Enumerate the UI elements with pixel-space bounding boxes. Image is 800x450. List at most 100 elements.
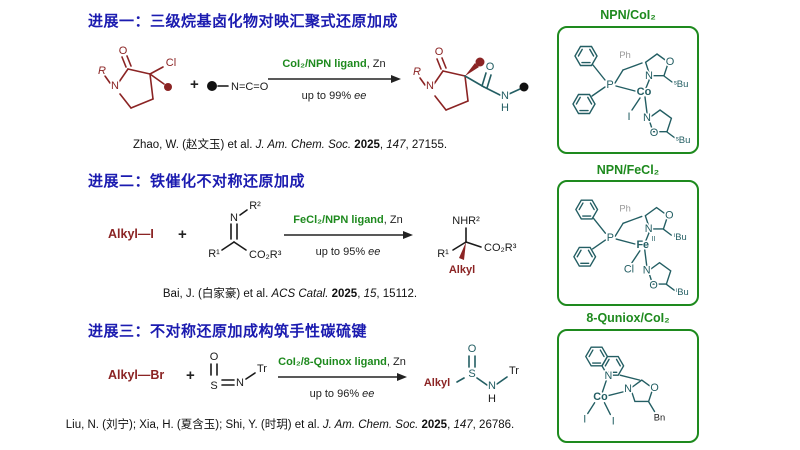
atom-label-o: O (649, 279, 657, 291)
s2-ee-text: up to 95% ee (282, 246, 414, 260)
atom-label-o: O (650, 127, 659, 139)
atom-label-r2: R² (249, 200, 261, 212)
s1-conditions-text: CoI₂/NPN ligand, Zn (266, 58, 402, 72)
atom-label-r1: R¹ (208, 248, 220, 260)
atom-label-fe: Fe (636, 239, 649, 251)
s2-product-structure: NHR² R¹ CO₂R³ Alkyl (436, 214, 519, 278)
atom-label-ester: CO₂R³ (249, 249, 282, 261)
section-3-heading: 进展三：不对称还原加成构筑手性碳硫键 (88, 323, 368, 340)
atom-label-cl: Cl (624, 264, 634, 276)
s1-ee-prefix: up to 99% (301, 89, 355, 102)
atom-label-o: O (468, 343, 477, 355)
citation-authors: Liu, N. (刘宁); Xia, H. (夏含玉); Shi, Y. (时玥… (65, 419, 323, 431)
ligand-box-1-title: NPN/CoI₂ (600, 8, 656, 22)
s3-ee-prefix: up to 96% (309, 387, 363, 400)
atom-label-n: N (643, 112, 651, 124)
atom-label-n: N (230, 212, 238, 224)
citation-volume: 15 (363, 288, 377, 300)
atom-label-n: N (426, 80, 434, 92)
s1-product-structure: N R O O N H (412, 45, 529, 116)
atom-label-ph: Ph (619, 204, 630, 214)
s3-reaction-conditions: CoI₂/8-Quinox ligand, Zn up to 96% ee (276, 356, 408, 402)
atom-label-amide-n: N (501, 90, 509, 102)
substituent-dot (207, 81, 217, 91)
s1-isocyanate-structure: N=C=O (207, 80, 270, 95)
atom-label-n: N (624, 383, 632, 395)
atom-label-i: I (627, 111, 630, 123)
npn-fe-complex-structure: Ph P Fe II Cl N O ⁱBu N O ⁱBu (573, 199, 690, 299)
atom-label-tr: Tr (509, 365, 519, 377)
atom-label-alkyl: Alkyl (424, 377, 450, 389)
plus-sign: + (186, 367, 195, 384)
s2-catalyst-ligand: FeCl₂/NPN ligand (293, 214, 384, 226)
reaction-arrow-icon (268, 74, 401, 83)
s3-sulfinylamine-structure: O S N Tr (208, 350, 269, 394)
atom-label-h: H (488, 393, 496, 405)
atom-label-i: I (612, 415, 615, 427)
s1-substrate-structure: N O R Cl (97, 46, 178, 109)
citation-authors: Bai, J. (白家豪) et al. (162, 288, 272, 300)
atom-label-bn: Bn (654, 412, 665, 422)
atom-label-r: R (413, 66, 421, 78)
atom-label-fe-oxidation-state: II (652, 236, 656, 243)
atom-label-r: R (98, 65, 106, 77)
s1-ee-word: ee (354, 89, 367, 102)
ligand-box-2-title: NPN/FeCl₂ (596, 163, 660, 177)
atom-label-co: Co (593, 391, 608, 403)
substituent-dot (164, 83, 172, 91)
ligand-box-3: N Co I I N O Bn (557, 329, 699, 443)
citation-3: Liu, N. (刘宁); Xia, H. (夏含玉); Shi, Y. (时玥… (20, 416, 560, 432)
atom-label-amide-o: O (486, 61, 495, 73)
s2-reaction-conditions: FeCl₂/NPN ligand, Zn up to 95% ee (282, 214, 414, 260)
atom-label-alkyl: Alkyl (449, 264, 475, 276)
atom-label-co: Co (637, 86, 652, 98)
citation-journal: J. Am. Chem. Soc. (322, 419, 419, 431)
atom-label-r1: R¹ (437, 248, 449, 260)
isocyanate-label: N=C=O (231, 81, 269, 93)
citation-volume: 147 (386, 139, 406, 151)
atom-label-ibu: ⁱBu (676, 287, 689, 297)
citation-2: Bai, J. (白家豪) et al. ACS Catal. 2025, 15… (60, 285, 520, 301)
atom-label-cl: Cl (166, 57, 176, 69)
s1-reaction-conditions: CoI₂/NPN ligand, Zn up to 99% ee (266, 58, 402, 104)
citation-pages: , 15112. (376, 288, 418, 300)
citation-sep: , (379, 139, 387, 151)
citation-authors: Zhao, W. (赵文玉) et al. (132, 139, 256, 151)
s2-alkyl-halide: Alkyl—I (108, 227, 154, 241)
s3-catalyst-ligand: CoI₂/8-Quinox ligand (278, 356, 387, 368)
citation-year: 2025 (421, 419, 448, 431)
s3-reductant: , Zn (386, 356, 406, 368)
stereo-wedge (465, 63, 479, 76)
plus-sign: + (178, 226, 187, 243)
npn-co-complex-structure: Ph P Co I N O ˢBu N O ˢBu (572, 45, 692, 148)
stereo-wedge (459, 242, 466, 260)
atom-label-s: S (468, 368, 475, 380)
reaction-arrow-icon (278, 372, 407, 381)
atom-label-s: S (210, 380, 217, 392)
s1-ee-text: up to 99% ee (266, 90, 402, 104)
atom-label-n: N (236, 377, 244, 389)
atom-label-quinoline-n: N (604, 370, 612, 382)
ligand-box-2: Ph P Fe II Cl N O ⁱBu N O ⁱBu (557, 180, 699, 306)
atom-label-h: H (501, 102, 509, 114)
atom-label-tr: Tr (257, 363, 267, 375)
atom-label-n: N (488, 380, 496, 392)
s3-product-structure: Alkyl S O N H Tr (422, 342, 520, 407)
atom-label-o: O (650, 382, 658, 394)
citation-volume: 147 (453, 419, 473, 431)
atom-label-p: P (607, 232, 614, 244)
atom-label-sbu: ˢBu (676, 135, 691, 146)
atom-label-nhr2: NHR² (452, 215, 480, 227)
section-2-heading: 进展二：铁催化不对称还原加成 (88, 173, 306, 190)
s3-ee-word: ee (362, 387, 375, 400)
s2-ee-prefix: up to 95% (315, 245, 369, 258)
atom-label-p: P (606, 79, 613, 91)
atom-label-sbu: ˢBu (674, 79, 689, 90)
s2-conditions-text: FeCl₂/NPN ligand, Zn (282, 214, 414, 228)
atom-label-o: O (210, 351, 219, 363)
atom-label-ph: Ph (619, 50, 631, 61)
atom-label-ester: CO₂R³ (484, 242, 517, 254)
atom-label-i: I (583, 413, 586, 425)
atom-label-ibu: ⁱBu (674, 232, 687, 242)
